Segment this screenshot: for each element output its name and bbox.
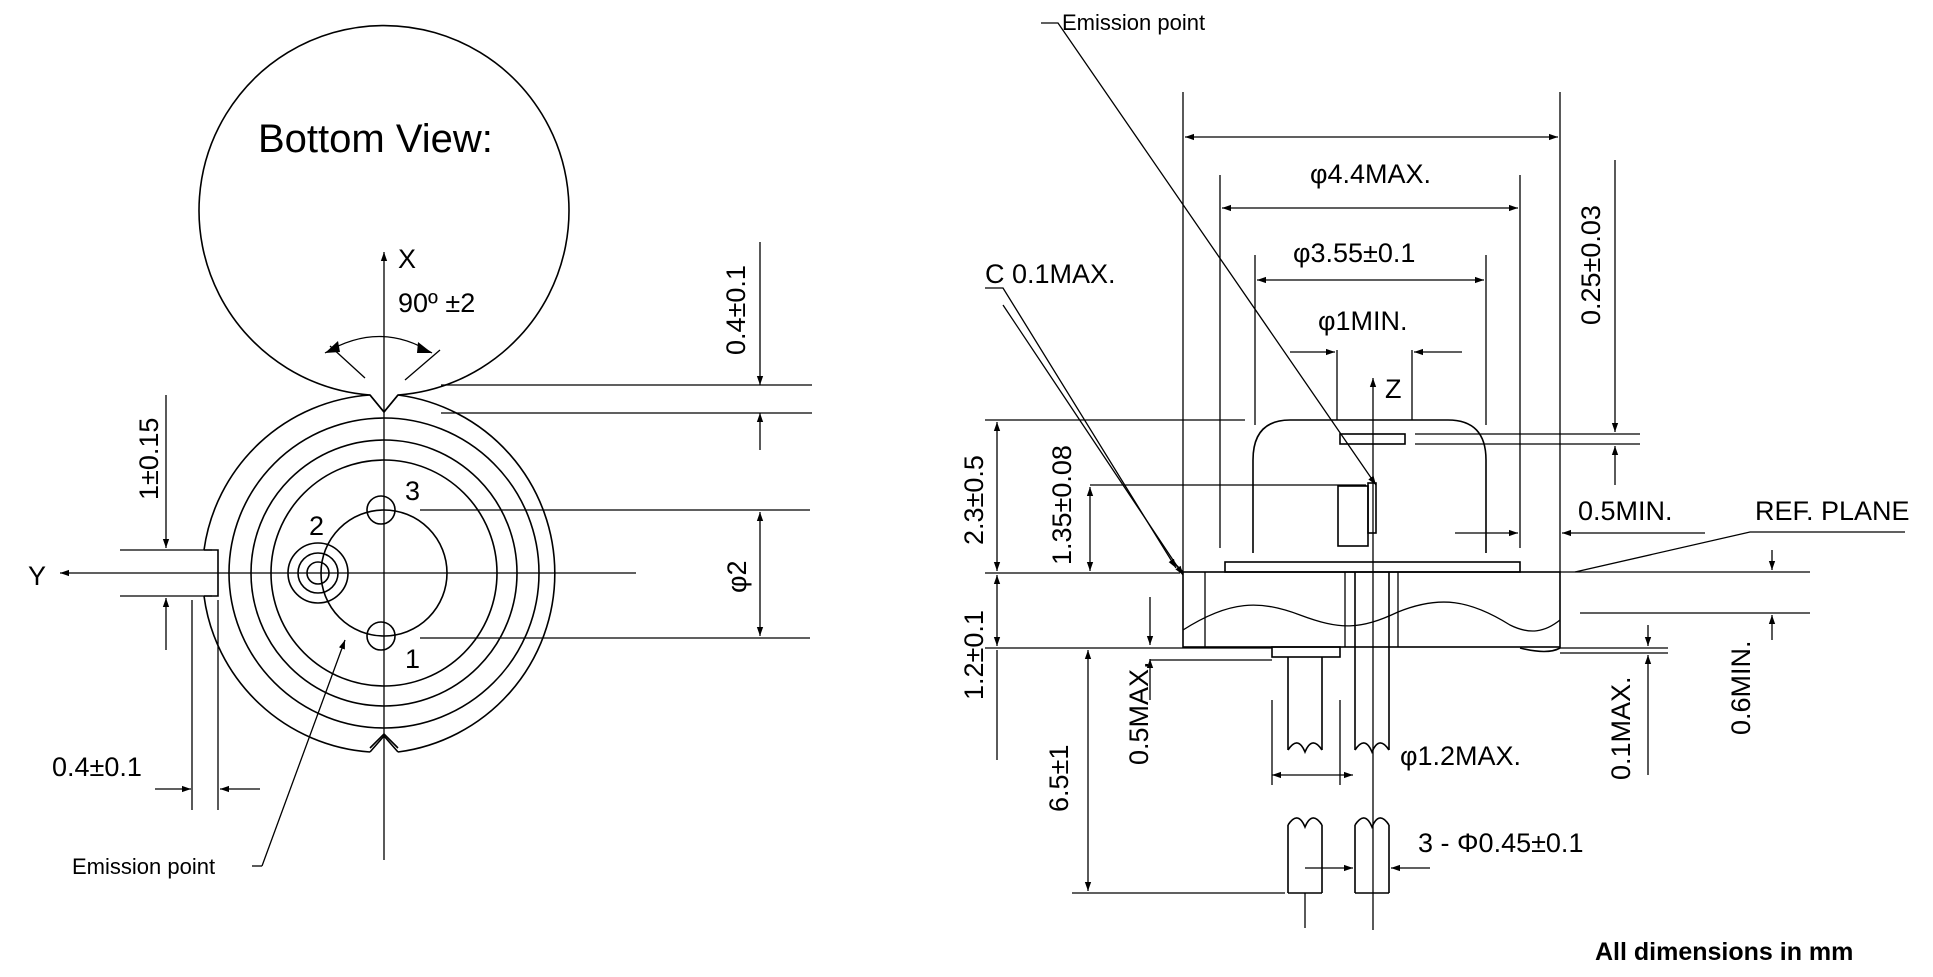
- z-axis-label: Z: [1385, 374, 1402, 404]
- ref-plane-label: REF. PLANE: [1755, 496, 1910, 526]
- bottom-emission-label: Emission point: [72, 854, 215, 879]
- dim-lead-dia: 3 - Φ0.45±0.1: [1418, 828, 1583, 858]
- cap-ring: [250, 439, 518, 707]
- dim-notch-depth: 0.4±0.1: [721, 265, 751, 355]
- dim-flange-thick: 1.2±0.1: [959, 610, 989, 700]
- flange-contour: [203, 394, 556, 753]
- pin-2-inner: [306, 561, 330, 585]
- dim-lead-len: 6.5±1: [1044, 745, 1074, 812]
- dim-notch-width: 1±0.15: [134, 418, 164, 500]
- lead-right: [1354, 572, 1390, 894]
- pin-2-label: 2: [309, 511, 324, 541]
- bottom-view-title: Bottom View:: [258, 117, 493, 161]
- footer-note: All dimensions in mm: [1595, 938, 1853, 966]
- stem-base: [1271, 646, 1341, 658]
- cap-body: [1252, 419, 1487, 553]
- laser-chip-mount: [1337, 485, 1369, 547]
- x-axis-label: X: [398, 244, 416, 274]
- dim-pin-circle: φ2: [722, 560, 752, 593]
- pin-2-outer: [287, 542, 349, 604]
- pin-3-label: 3: [405, 476, 420, 506]
- laser-chip: [1367, 482, 1377, 534]
- lead-left: [1287, 657, 1323, 928]
- pin-3: [366, 495, 396, 525]
- angle-label: 90º ±2: [398, 288, 475, 318]
- dim-cap-gap: 0.5MIN.: [1578, 496, 1673, 526]
- dim-flange-overlap: 0.1MAX.: [1606, 676, 1636, 780]
- stem-ring: [270, 459, 498, 687]
- dim-emission-height: 1.35±0.08: [1047, 445, 1077, 565]
- dim-stem-max: 0.5MAX.: [1124, 661, 1154, 765]
- bottom-view: Bottom View: X Y 90º ±2 3 1 2: [28, 24, 812, 879]
- dim-flange-min: 0.6MIN.: [1726, 640, 1756, 735]
- pin-1: [366, 621, 396, 651]
- pin-1-label: 1: [405, 644, 420, 674]
- chamfer-label: C 0.1MAX.: [985, 259, 1116, 289]
- pin-2-mid: [297, 552, 339, 594]
- side-emission-label: Emission point: [1062, 10, 1205, 35]
- dim-notch-side: 0.4±0.1: [52, 752, 142, 782]
- flange-ring: [228, 417, 540, 729]
- cap-window: [1339, 433, 1406, 445]
- dim-window-dia: φ1MIN.: [1318, 306, 1408, 336]
- dim-pin-span: φ1.2MAX.: [1400, 741, 1521, 771]
- dim-window-thick: 0.25±0.03: [1576, 205, 1606, 325]
- dim-total-height: 2.3±0.5: [959, 455, 989, 545]
- flange: [1182, 571, 1561, 648]
- angle-arc: [324, 335, 433, 354]
- side-view: Emission point φ4.4MAX. φ3.55±0.1 φ1MIN.…: [959, 10, 1910, 930]
- pin-circle: [320, 509, 448, 637]
- dim-flange-dia: φ4.4MAX.: [1310, 159, 1431, 189]
- y-axis-label: Y: [28, 561, 46, 591]
- flange-outline: [198, 24, 570, 749]
- flange-break: [1182, 601, 1561, 632]
- dim-cap-dia: φ3.55±0.1: [1293, 238, 1415, 268]
